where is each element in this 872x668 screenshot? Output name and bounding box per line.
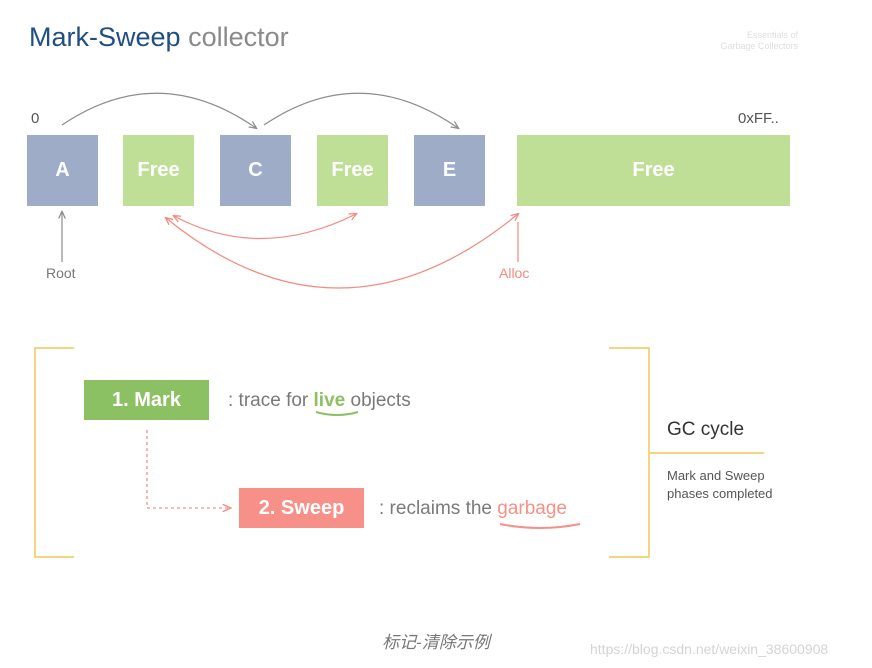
garbage-underline [499, 523, 581, 529]
gc-desc-line2: phases completed [667, 486, 773, 501]
essentials-line2: Garbage Collectors [720, 41, 798, 51]
memory-block-e: E [414, 135, 485, 206]
sweep-desc-highlight: garbage [497, 498, 567, 519]
live-underline [315, 411, 359, 416]
root-label: Root [46, 265, 76, 281]
free-list-arrow-2 [166, 214, 518, 289]
start-address: 0 [31, 110, 40, 127]
right-bracket [609, 347, 650, 558]
mark-phase-description: : trace for live objects [228, 390, 411, 412]
title-mark-sweep: Mark-Sweep [29, 22, 181, 52]
source-watermark: https://blog.csdn.net/weixin_38600908 [590, 641, 829, 657]
ref-arrow-a-to-c [61, 92, 256, 128]
memory-block-free-2: Free [317, 135, 388, 206]
gc-cycle-title: GC cycle [667, 419, 745, 440]
mark-desc-post: objects [345, 390, 411, 411]
ref-arrow-c-to-e [263, 92, 458, 128]
sweep-phase-description: : reclaims the garbage [379, 498, 567, 520]
gc-desc-line1: Mark and Sweep [667, 468, 765, 483]
mark-phase-box: 1. Mark [84, 380, 209, 420]
figure-caption: 标记-清除示例 [382, 633, 490, 653]
mark-to-sweep-connector [146, 430, 230, 508]
end-address: 0xFF.. [738, 110, 779, 127]
memory-block-c: C [220, 135, 291, 206]
mark-desc-pre: : trace for [228, 390, 314, 411]
gc-cycle-description: Mark and Sweep phases completed [667, 467, 817, 503]
sweep-desc-pre: : reclaims the [379, 498, 498, 519]
sweep-phase-box: 2. Sweep [239, 488, 364, 528]
left-bracket [34, 347, 74, 558]
memory-block-free-3: Free [517, 135, 790, 206]
page-title: Mark-Sweep collector [29, 22, 289, 53]
essentials-line1: Essentials of [746, 30, 798, 40]
mark-desc-highlight: live [313, 390, 346, 411]
free-list-arrow-1 [174, 214, 356, 240]
essentials-watermark: Essentials of Garbage Collectors [690, 30, 798, 52]
memory-block-a: A [27, 135, 98, 206]
title-collector: collector [188, 22, 289, 52]
memory-block-free-1: Free [123, 135, 194, 206]
alloc-label: Alloc [499, 265, 530, 281]
